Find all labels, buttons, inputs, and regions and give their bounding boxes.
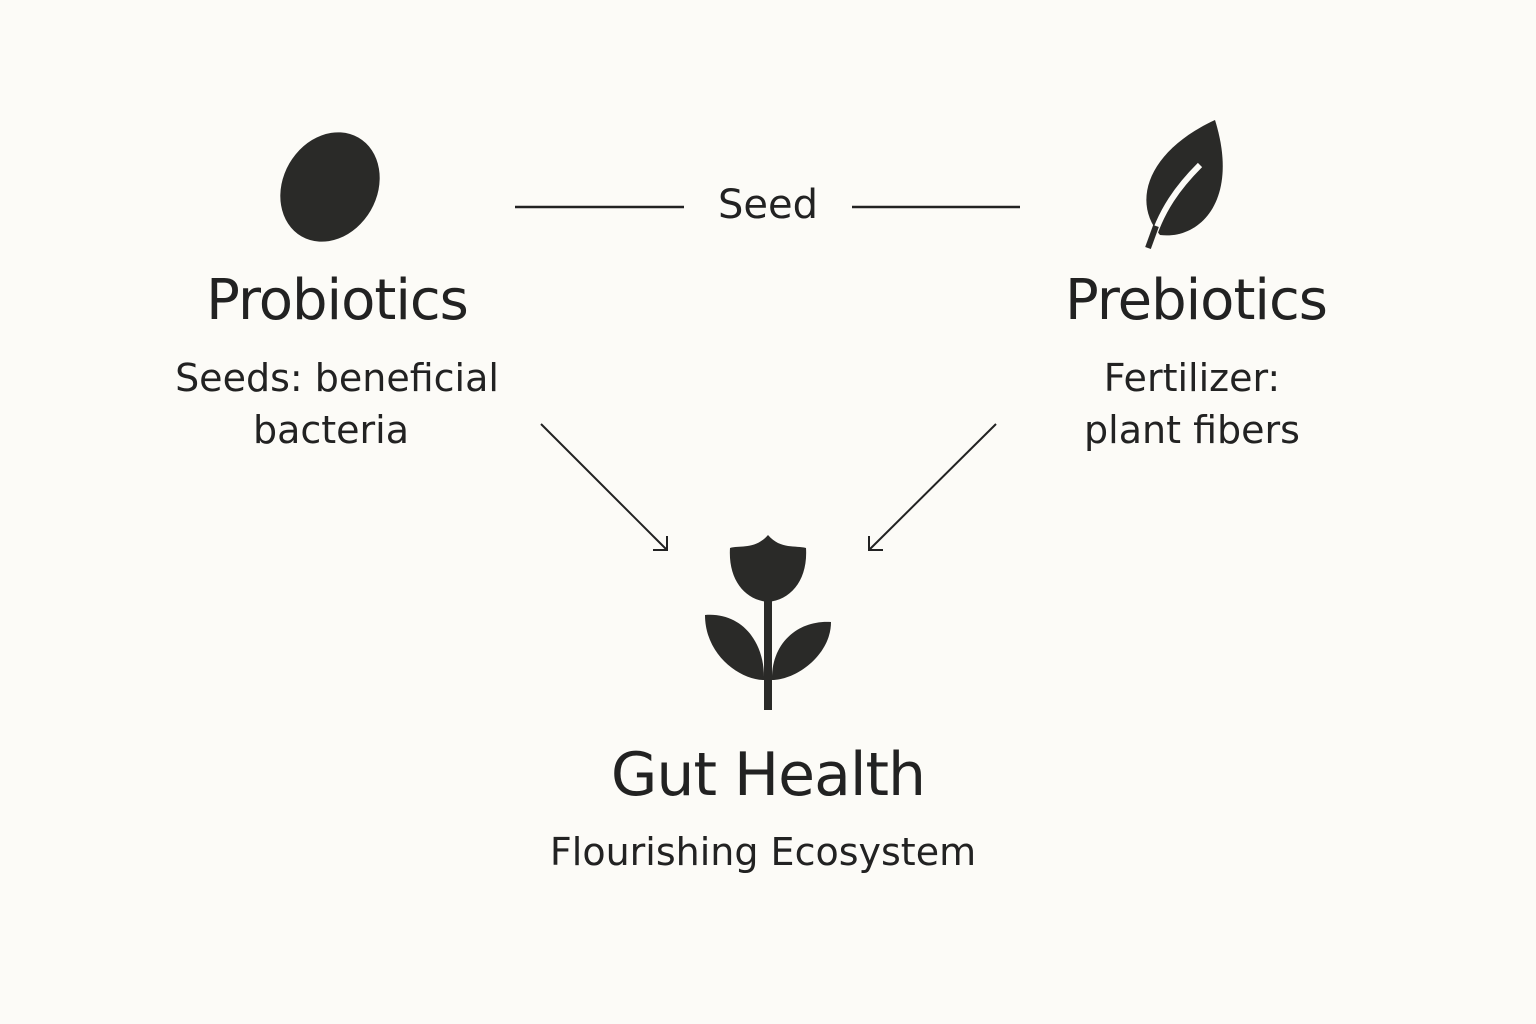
leaf-icon [1145, 120, 1223, 250]
arrow-probiotics-to-gut [540, 423, 668, 551]
prebiotics-title: Prebiotics [1065, 268, 1328, 333]
connector-label: Seed [718, 182, 818, 228]
gut-health-title: Gut Health [610, 740, 926, 810]
probiotics-desc-line1: Seeds: beneficial [175, 356, 499, 400]
probiotics-desc-line2: bacteria [252, 408, 410, 452]
arrow-prebiotics-to-gut [868, 423, 997, 551]
flower-icon [705, 535, 831, 710]
gut-health-subtitle: Flourishing Ecosystem [549, 830, 977, 874]
probiotics-title: Probiotics [206, 268, 469, 333]
seed-icon [280, 132, 380, 242]
prebiotics-desc-line1: Fertilizer: [1103, 356, 1281, 400]
prebiotics-desc-line2: plant fibers [1084, 408, 1300, 452]
